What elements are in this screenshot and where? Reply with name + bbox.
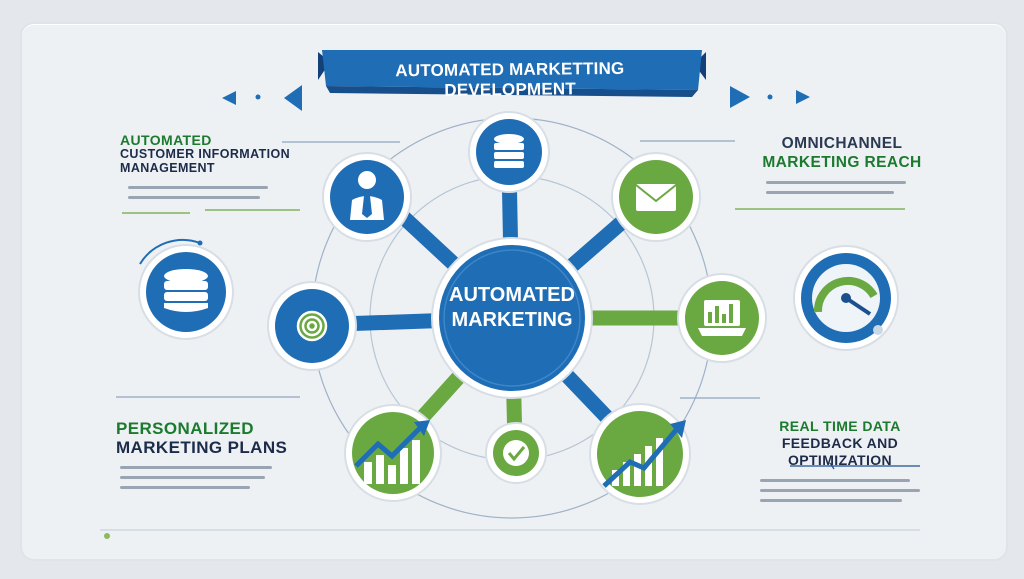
node-growth-right — [589, 403, 691, 505]
node-target — [267, 281, 357, 371]
section-top-right-line1: OMNICHANNEL — [781, 135, 903, 152]
section-title-bottom-left: PERSONALIZED MARKETING PLANS — [116, 419, 316, 457]
hub-label-line1: AUTOMATED — [449, 284, 575, 306]
arrow-left-icon — [284, 85, 302, 111]
hub-label-line2: MARKETING — [451, 309, 573, 331]
section-bottom-left-line2: MARKETING PLANS — [116, 438, 288, 457]
decor-lines — [100, 140, 920, 531]
gauge-icon — [812, 264, 880, 332]
section-top-left-line2: CUSTOMER INFORMATION — [120, 147, 291, 161]
title-banner — [318, 50, 706, 97]
node-analytics-laptop — [677, 273, 767, 363]
section-title-bottom-right: REAL TIME DATA FEEDBACK AND OPTIMIZATION — [735, 418, 945, 469]
side-database — [138, 238, 234, 340]
bar-chart-up-icon — [354, 420, 430, 484]
target-icon — [296, 310, 328, 342]
section-bottom-right-line1: REAL TIME DATA — [779, 418, 901, 434]
hub-label: AUTOMATED MARKETING — [438, 283, 586, 333]
businessman-icon — [350, 171, 384, 220]
side-gauge — [793, 245, 899, 351]
node-check — [485, 422, 547, 484]
node-email — [611, 152, 701, 242]
section-title-top-left: AUTOMATED CUSTOMER INFORMATION MANAGEMEN… — [120, 133, 320, 175]
node-businessman — [322, 152, 412, 242]
envelope-icon — [635, 184, 677, 211]
section-title-top-right: OMNICHANNEL MARKETING REACH — [752, 134, 932, 172]
section-top-right-line2: MARKETING REACH — [762, 154, 922, 171]
banner-arrows — [222, 85, 810, 111]
database-icon — [164, 269, 208, 312]
checkmark-icon — [503, 440, 529, 466]
section-top-left-line1: AUTOMATED — [120, 132, 212, 148]
bar-chart-up-icon — [602, 420, 686, 488]
section-bottom-right-line2: FEEDBACK AND OPTIMIZATION — [781, 435, 899, 468]
hub — [431, 237, 593, 399]
laptop-chart-icon — [698, 300, 746, 336]
node-database-top — [468, 111, 550, 193]
node-growth-left — [344, 404, 442, 502]
database-icon — [494, 134, 524, 168]
section-bottom-left-line1: PERSONALIZED — [116, 419, 254, 438]
arrow-right-icon — [730, 86, 750, 108]
arrow-right-small-icon — [796, 90, 810, 104]
placeholder-text-bottom-right — [760, 479, 920, 509]
placeholder-text-top-left — [128, 186, 268, 206]
footer-dot — [104, 533, 110, 539]
placeholder-text-bottom-left — [120, 466, 272, 496]
section-top-left-line3: MANAGEMENT — [120, 161, 215, 175]
placeholder-text-top-right — [766, 181, 906, 201]
banner-title: AUTOMATED MARKETTING DEVELOPMENT — [395, 58, 625, 100]
arrow-left-small-icon — [222, 91, 236, 105]
